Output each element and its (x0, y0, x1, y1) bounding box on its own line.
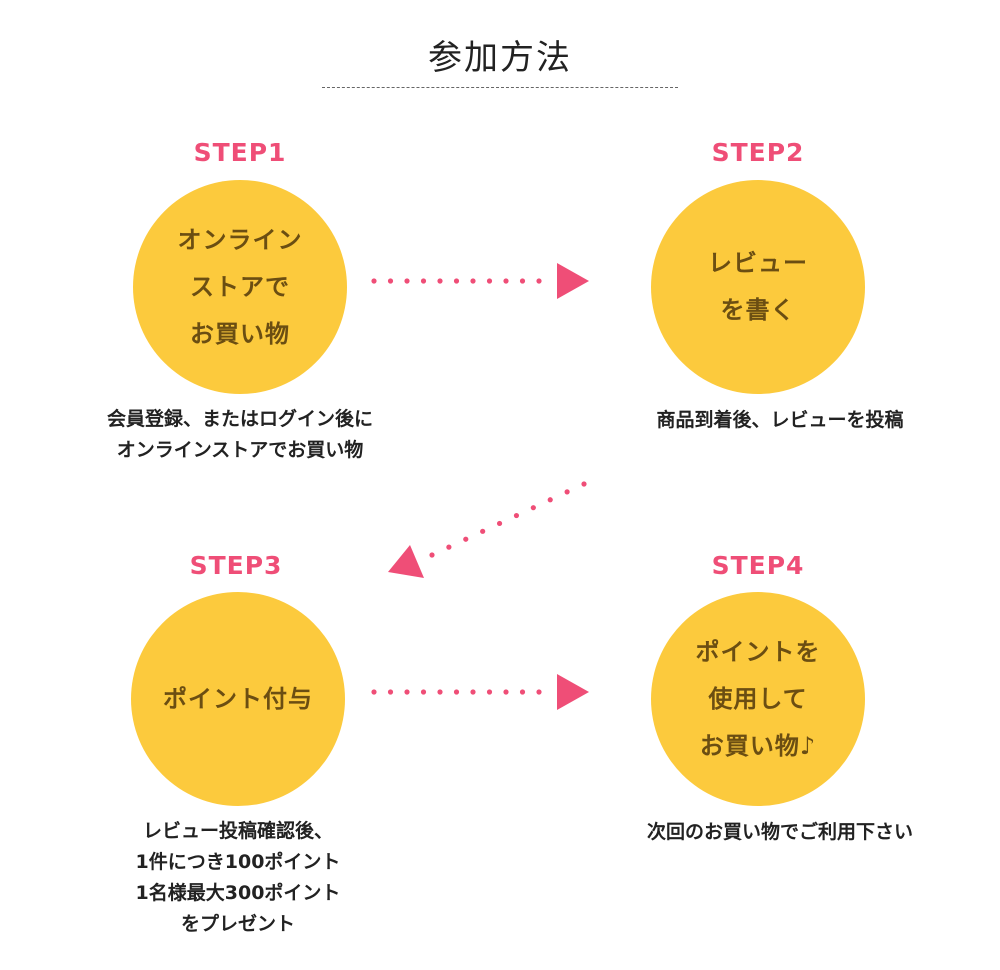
arrow-dot (453, 278, 460, 284)
arrow-dot (420, 278, 427, 284)
step3-caption-line: をプレゼント (180, 913, 295, 935)
arrow-dot (536, 689, 542, 695)
step3-caption-line: レビュー投稿確認後、 (142, 820, 333, 842)
step3-caption-line: 1名様最大300ポイント (135, 882, 341, 904)
arrow-dot (387, 689, 394, 695)
step1-circle-line: オンライン (177, 225, 303, 254)
arrow-dot (519, 278, 526, 284)
step1-caption: 会員登録、またはログイン後に オンラインストアでお買い物 (30, 404, 450, 466)
step4-circle: ポイントを 使用して お買い物♪ (651, 592, 865, 806)
step2-circle-line: レビュー (708, 249, 808, 277)
arrow-dot (437, 278, 443, 284)
step1-circle-line: ストアで (190, 272, 290, 301)
step4-caption: 次回のお買い物でご利用下さい (570, 817, 990, 848)
arrow-dot (519, 689, 526, 695)
arrow-dot (486, 689, 493, 695)
step4-circle-line: ポイントを (695, 637, 821, 666)
arrow-head (557, 674, 589, 710)
arrow-dot (564, 489, 570, 495)
step1-circle-line: お買い物 (190, 319, 290, 348)
step2-caption: 商品到着後、レビューを投稿 (570, 405, 990, 436)
step2-circle-line: を書く (720, 296, 796, 324)
arrow-dot (429, 552, 435, 558)
step2-label: STEP2 (711, 138, 805, 167)
arrow-dot (404, 278, 410, 284)
step1-label: STEP1 (193, 138, 287, 167)
arrow-step3-to-step4 (371, 674, 589, 710)
arrow-head (557, 263, 589, 299)
step2-caption-line: 商品到着後、レビューを投稿 (656, 409, 904, 431)
arrow-dot (463, 536, 469, 542)
step4-caption-line: 次回のお買い物でご利用下さい (646, 821, 913, 843)
arrow-step1-to-step2 (371, 263, 589, 299)
arrow-dot (371, 278, 377, 284)
arrow-dot (387, 278, 394, 284)
arrow-dot (420, 689, 427, 695)
step2-circle: レビュー を書く (651, 180, 865, 394)
step3-circle-line: ポイント付与 (163, 684, 313, 713)
arrow-dot (513, 512, 520, 519)
arrow-dot (530, 505, 536, 511)
step3-caption-line: 1件につき100ポイント (135, 851, 341, 873)
step1-circle: オンライン ストアで お買い物 (133, 180, 347, 394)
arrow-dot (486, 278, 493, 284)
arrow-dot (581, 481, 587, 487)
arrow-dot (547, 497, 553, 503)
step1-caption-line: 会員登録、またはログイン後に (106, 408, 373, 430)
arrow-dot (470, 278, 476, 284)
arrow-dot (404, 689, 410, 695)
arrow-dot (446, 544, 452, 550)
step1-caption-line: オンラインストアでお買い物 (116, 439, 364, 461)
arrow-head (388, 545, 424, 578)
arrow-dot (496, 520, 503, 527)
arrow-dot (470, 689, 476, 695)
step4-circle-line: 使用して (708, 684, 808, 713)
step3-label: STEP3 (189, 551, 283, 580)
arrow-dot (480, 528, 486, 534)
title-dashed-divider (322, 87, 678, 88)
arrow-dot (503, 278, 509, 284)
step3-caption: レビュー投稿確認後、 1件につき100ポイント 1名様最大300ポイント をプレ… (28, 816, 448, 940)
arrow-dot (453, 689, 460, 695)
arrow-dot (371, 689, 377, 695)
arrow-dot (503, 689, 509, 695)
arrow-dot (536, 278, 542, 284)
step4-circle-line: お買い物♪ (699, 731, 817, 760)
step3-circle: ポイント付与 (131, 592, 345, 806)
arrow-step2-to-step3 (388, 481, 587, 578)
arrow-dot (437, 689, 443, 695)
step4-label: STEP4 (711, 551, 805, 580)
page-title: 参加方法 (428, 38, 572, 78)
